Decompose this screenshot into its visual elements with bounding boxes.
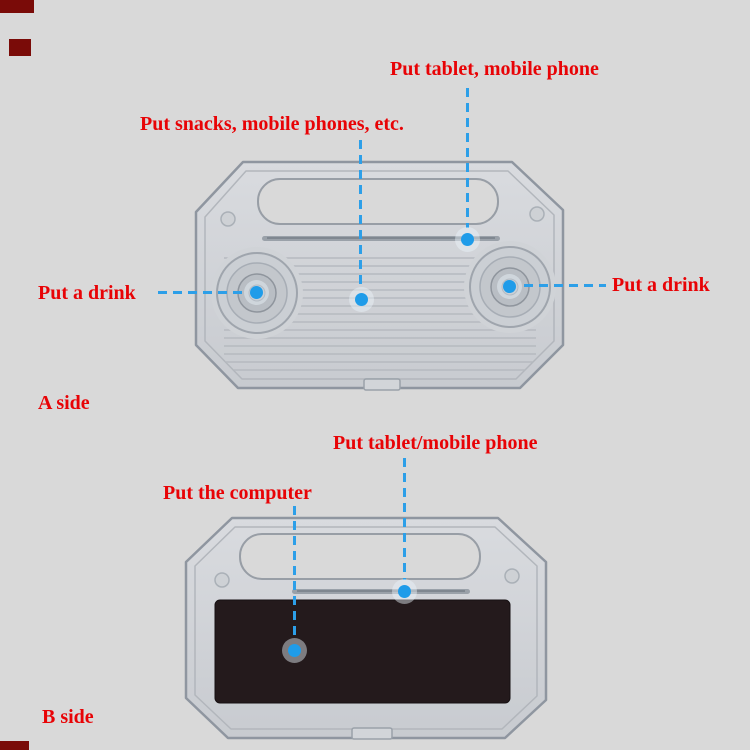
corner-dimple-right	[529, 206, 545, 222]
corner-dimple-left	[214, 572, 230, 588]
tray-a-illustration	[194, 160, 565, 391]
label-put-tablet-b: Put tablet/mobile phone	[333, 432, 538, 454]
corner-dimple-left	[220, 211, 236, 227]
tray-b-inner-rim	[194, 526, 538, 730]
leader-line-tablet-a	[466, 88, 469, 228]
marker-dot-drink-right	[503, 280, 516, 293]
label-put-snacks: Put snacks, mobile phones, etc.	[140, 113, 404, 135]
leader-line-computer	[293, 506, 296, 639]
label-put-drink-left: Put a drink	[38, 282, 136, 304]
watermark-block-mid	[9, 39, 31, 56]
mouse-pad	[214, 599, 511, 704]
marker-dot-tablet-a	[461, 233, 474, 246]
watermark-block-top	[0, 0, 34, 13]
leader-line-drink-left	[158, 291, 244, 294]
label-a-side: A side	[38, 392, 90, 414]
label-put-tablet-a: Put tablet, mobile phone	[390, 58, 599, 80]
leader-line-drink-right	[524, 284, 606, 287]
watermark-block-bottom	[0, 741, 29, 750]
bottom-tab	[363, 378, 401, 391]
corner-dimple-right	[504, 568, 520, 584]
tray-b-illustration	[184, 516, 548, 740]
marker-dot-drink-left	[250, 286, 263, 299]
leader-line-tablet-b	[403, 458, 406, 580]
marker-dot-snacks	[355, 293, 368, 306]
label-put-drink-right: Put a drink	[612, 274, 710, 296]
label-b-side: B side	[42, 706, 94, 728]
bottom-tab	[351, 727, 393, 740]
ribbed-surface	[224, 257, 536, 371]
tray-a-inner-rim	[204, 170, 555, 380]
handle-cutout	[239, 533, 481, 580]
marker-dot-computer	[288, 644, 301, 657]
label-put-computer: Put the computer	[163, 482, 312, 504]
leader-line-snacks	[359, 140, 362, 288]
handle-cutout	[257, 178, 499, 225]
marker-dot-tablet-b	[398, 585, 411, 598]
